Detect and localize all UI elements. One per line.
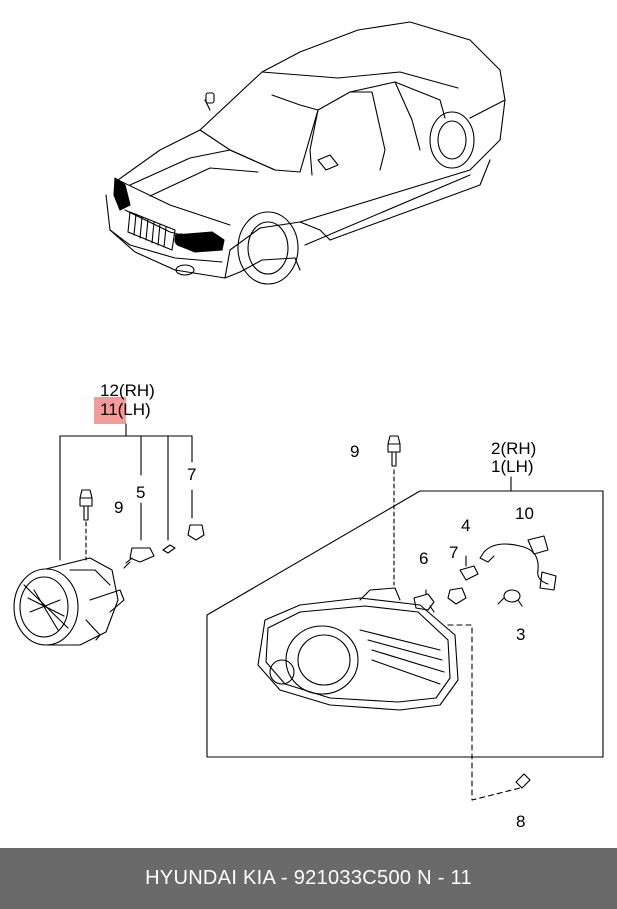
callout-6: 6 <box>419 549 429 568</box>
callout-9-head: 9 <box>350 442 360 461</box>
callout-7-fog: 7 <box>187 465 197 484</box>
fog-lamp-group <box>13 423 205 646</box>
car-illustration <box>105 21 506 285</box>
callout-3: 3 <box>516 625 526 644</box>
callout-head-rh: 2(RH) <box>491 439 537 458</box>
headlamp-group <box>206 435 604 801</box>
callout-8: 8 <box>516 812 526 831</box>
highlight-marker <box>94 397 126 424</box>
callout-4: 4 <box>461 516 471 535</box>
callout-5: 5 <box>136 483 146 502</box>
callout-fog-lh: 11(LH) <box>100 400 151 419</box>
car-headlamp-left <box>113 177 131 211</box>
footer-caption: HYUNDAI KIA - 921033C500 N - 11 <box>145 867 472 889</box>
callout-9-fog: 9 <box>114 498 124 517</box>
callout-head-lh: 1(LH) <box>491 457 534 476</box>
callout-fog-rh: 12(RH) <box>100 381 155 400</box>
footer-bar: HYUNDAI KIA - 921033C500 N - 11 <box>0 848 617 909</box>
callout-10: 10 <box>515 504 534 523</box>
parts-diagram <box>13 21 604 801</box>
callout-7-head: 7 <box>449 543 459 562</box>
